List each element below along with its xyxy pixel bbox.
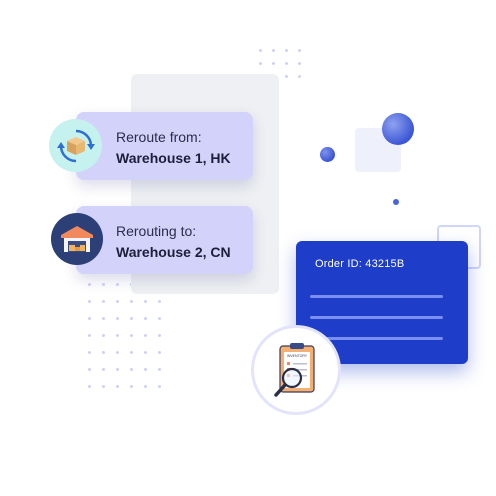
inventory-label: INVENTORY xyxy=(287,354,308,358)
reroute-from-card: Reroute from: Warehouse 1, HK xyxy=(76,112,253,180)
dot-grid-bottom xyxy=(88,283,161,388)
warehouse-icon xyxy=(51,213,103,265)
order-card: Order ID: 43215B xyxy=(296,241,468,364)
order-line-3 xyxy=(310,337,443,340)
order-line-2 xyxy=(310,316,443,319)
order-line-1 xyxy=(310,295,443,298)
decor-dot-tiny xyxy=(393,199,399,205)
rerouting-to-value: Warehouse 2, CN xyxy=(116,244,231,260)
order-id-text: Order ID: 43215B xyxy=(315,258,405,270)
decor-sphere-large xyxy=(382,113,414,145)
reroute-from-value: Warehouse 1, HK xyxy=(116,150,231,166)
decor-sphere-small xyxy=(320,147,335,162)
rerouting-to-card: Rerouting to: Warehouse 2, CN xyxy=(76,206,253,274)
rerouting-to-label: Rerouting to: xyxy=(116,223,197,239)
box-refresh-icon xyxy=(49,119,102,172)
clipboard-search-icon: INVENTORY xyxy=(251,325,341,415)
reroute-from-label: Reroute from: xyxy=(116,129,202,145)
